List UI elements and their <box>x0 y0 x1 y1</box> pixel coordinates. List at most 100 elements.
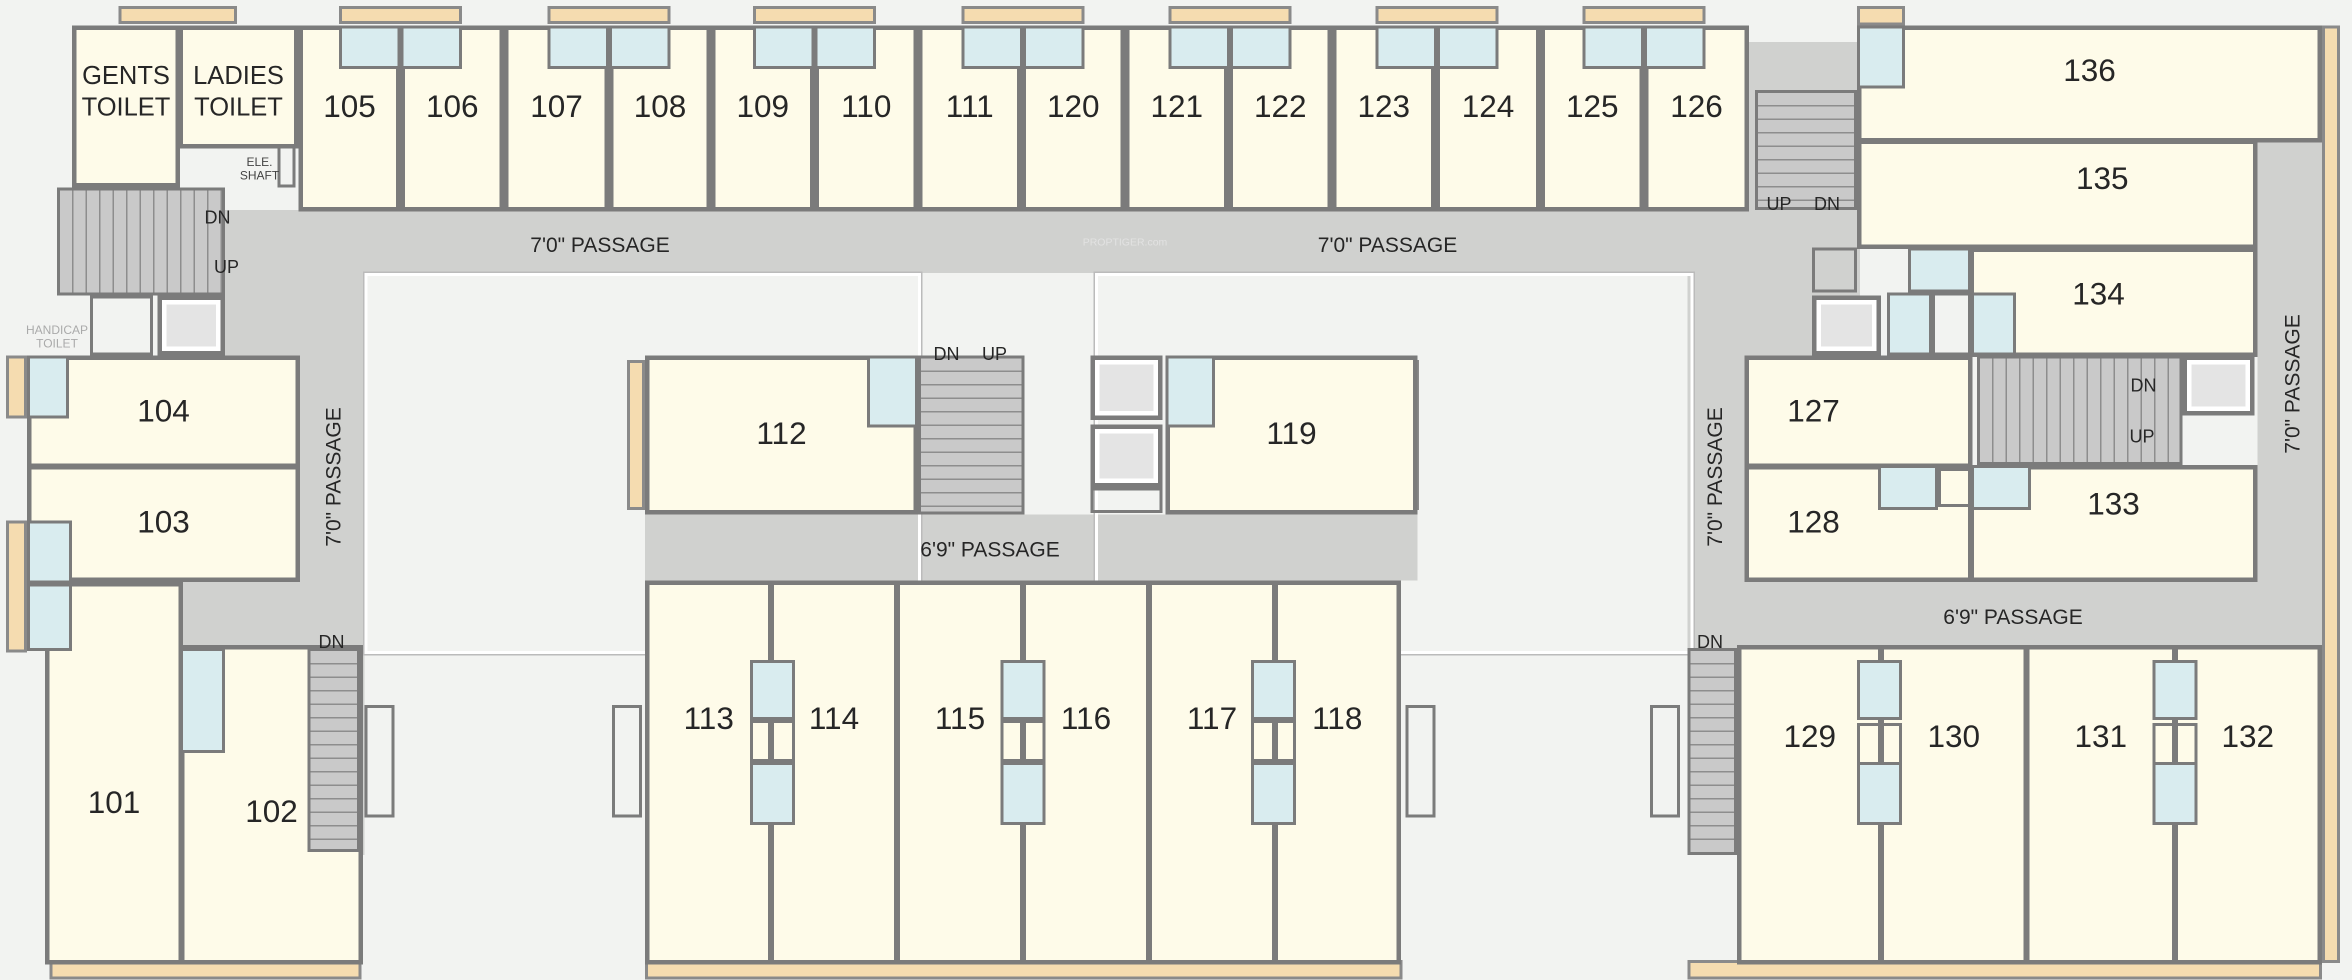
washroom <box>1971 465 2031 510</box>
washroom <box>1857 762 1902 825</box>
washroom <box>1878 465 1938 510</box>
unit-number: 106 <box>425 90 479 125</box>
unit-number: 126 <box>1670 90 1723 125</box>
washroom <box>1251 660 1296 720</box>
staircase[interactable] <box>1687 648 1737 855</box>
unit-number: 133 <box>2087 487 2140 523</box>
washroom <box>27 520 72 584</box>
unit-134[interactable]: 134 <box>1969 247 2258 357</box>
unit-136[interactable]: 136 <box>1857 25 2322 143</box>
duct-shaft <box>1812 247 1857 293</box>
passage-label: 7'0" PASSAGE <box>2280 314 2304 454</box>
staircase[interactable] <box>1977 355 2183 465</box>
balcony <box>1168 6 1292 24</box>
washroom <box>27 583 72 651</box>
stair-up-label: UP <box>1766 193 1792 215</box>
washroom <box>867 355 918 428</box>
lift <box>157 295 225 356</box>
unit-number: 129 <box>1783 719 1837 754</box>
washroom <box>1908 247 1971 293</box>
stair-dn-label: DN <box>204 207 231 228</box>
fire-exit-hatch <box>364 705 395 818</box>
unit-number: 119 <box>1266 417 1317 452</box>
washroom <box>547 25 609 69</box>
amenity-label: TOILET <box>81 93 171 122</box>
duct-shaft <box>2152 723 2198 765</box>
fire-exit-hatch <box>1650 705 1680 818</box>
washroom <box>27 355 69 419</box>
unit-number: 102 <box>245 794 298 829</box>
unit-number: 111 <box>945 90 994 125</box>
duct-shaft <box>90 295 153 356</box>
unit-number: 132 <box>2221 719 2275 754</box>
staircase[interactable] <box>918 355 1025 515</box>
washroom <box>1000 660 1046 720</box>
unit-number: 122 <box>1253 90 1307 125</box>
washroom <box>1168 25 1230 69</box>
unit-103[interactable]: 103 <box>27 465 300 582</box>
staircase[interactable] <box>57 187 225 296</box>
watermark: PROPTIGER.com <box>1082 237 1168 249</box>
fire-exit-hatch <box>612 705 642 818</box>
washroom <box>1375 25 1437 69</box>
amenity-label: LADIES <box>193 61 284 91</box>
passage-area <box>180 210 1860 273</box>
washroom <box>1251 762 1296 825</box>
lift <box>1090 424 1163 488</box>
amenity-label: GENTS <box>82 61 170 91</box>
washroom <box>750 660 795 720</box>
washroom <box>1582 25 1644 69</box>
amenity-label: TOILET <box>194 93 283 122</box>
balcony <box>961 6 1085 24</box>
balcony <box>1375 6 1499 24</box>
stair-up-label: UP <box>213 256 240 278</box>
unit-number: 125 <box>1565 90 1619 125</box>
lift <box>1812 295 1881 356</box>
unit-number: 135 <box>2075 161 2129 196</box>
ele-shaft-label: SHAFT <box>239 168 280 183</box>
unit-number: 108 <box>633 90 687 125</box>
washroom <box>1887 292 1932 356</box>
unit-135[interactable]: 135 <box>1857 139 2258 249</box>
staircase[interactable] <box>307 648 360 852</box>
passage-label: 7'0" PASSAGE <box>530 232 670 257</box>
unit-number: 110 <box>841 90 892 125</box>
unit-number: 131 <box>2074 719 2128 754</box>
unit-number: 115 <box>934 702 986 737</box>
washroom <box>339 25 401 69</box>
balcony <box>6 355 27 419</box>
passage-label: 6'9" PASSAGE <box>1943 604 2083 629</box>
washroom <box>180 648 225 753</box>
washroom <box>1644 25 1706 69</box>
unit-127[interactable]: 127 <box>1744 355 1973 468</box>
unit-number: 116 <box>1060 702 1112 737</box>
unit-number: 120 <box>1046 90 1100 125</box>
unit-132[interactable]: 132 <box>2173 645 2322 965</box>
balcony <box>627 360 645 510</box>
washroom <box>814 25 876 69</box>
unit-number: 101 <box>87 785 141 820</box>
unit-131[interactable]: 131 <box>2025 645 2177 965</box>
washroom <box>609 25 671 69</box>
passage-label: 6'9" PASSAGE <box>920 537 1060 561</box>
passage-area <box>645 514 1418 581</box>
passage-label: 7'0" PASSAGE <box>321 407 345 547</box>
duct-shaft <box>1857 723 1902 765</box>
unit-number: 121 <box>1150 90 1204 125</box>
balcony <box>6 520 27 653</box>
washroom <box>1437 25 1499 69</box>
unit-number: 107 <box>530 90 583 125</box>
washroom <box>753 25 815 69</box>
washroom <box>1165 355 1215 428</box>
unit-number: 112 <box>756 417 807 452</box>
washroom <box>1230 25 1292 69</box>
unit-number: 123 <box>1357 90 1411 125</box>
washroom <box>1023 25 1085 69</box>
washroom <box>400 25 462 69</box>
duct-shaft <box>1000 720 1046 762</box>
staircase[interactable] <box>1755 90 1857 210</box>
passage-label: 7'0" PASSAGE <box>1317 232 1458 257</box>
washroom <box>1857 660 1902 720</box>
